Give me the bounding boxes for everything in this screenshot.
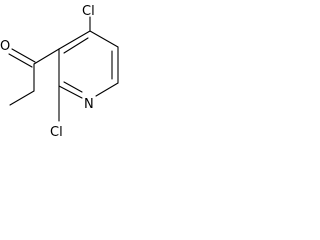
bond-ring-c3-c4-inner bbox=[63, 37, 89, 54]
atom-label-chlorine-bottom: Cl bbox=[50, 125, 63, 140]
bond-carbonyl-oxygen-b bbox=[11, 48, 36, 63]
structure-diagram: O Cl N Cl bbox=[0, 4, 119, 140]
bond-ring-c6-n bbox=[95, 82, 119, 97]
atom-label-nitrogen: N bbox=[84, 97, 94, 112]
atom-label-oxygen: O bbox=[0, 39, 10, 54]
atom-label-chlorine-top: Cl bbox=[82, 4, 95, 19]
bond-ring-c3-c4 bbox=[58, 30, 91, 50]
bond-ring-n-c2-inner bbox=[63, 81, 83, 93]
bond-carbonyl-ring bbox=[33, 48, 60, 65]
bond-ethyl-methyl bbox=[9, 90, 35, 106]
bond-ring-n-c2 bbox=[58, 85, 83, 99]
bond-ring-c4-c5 bbox=[89, 30, 119, 48]
bond-carbonyl-oxygen-a bbox=[8, 53, 33, 68]
